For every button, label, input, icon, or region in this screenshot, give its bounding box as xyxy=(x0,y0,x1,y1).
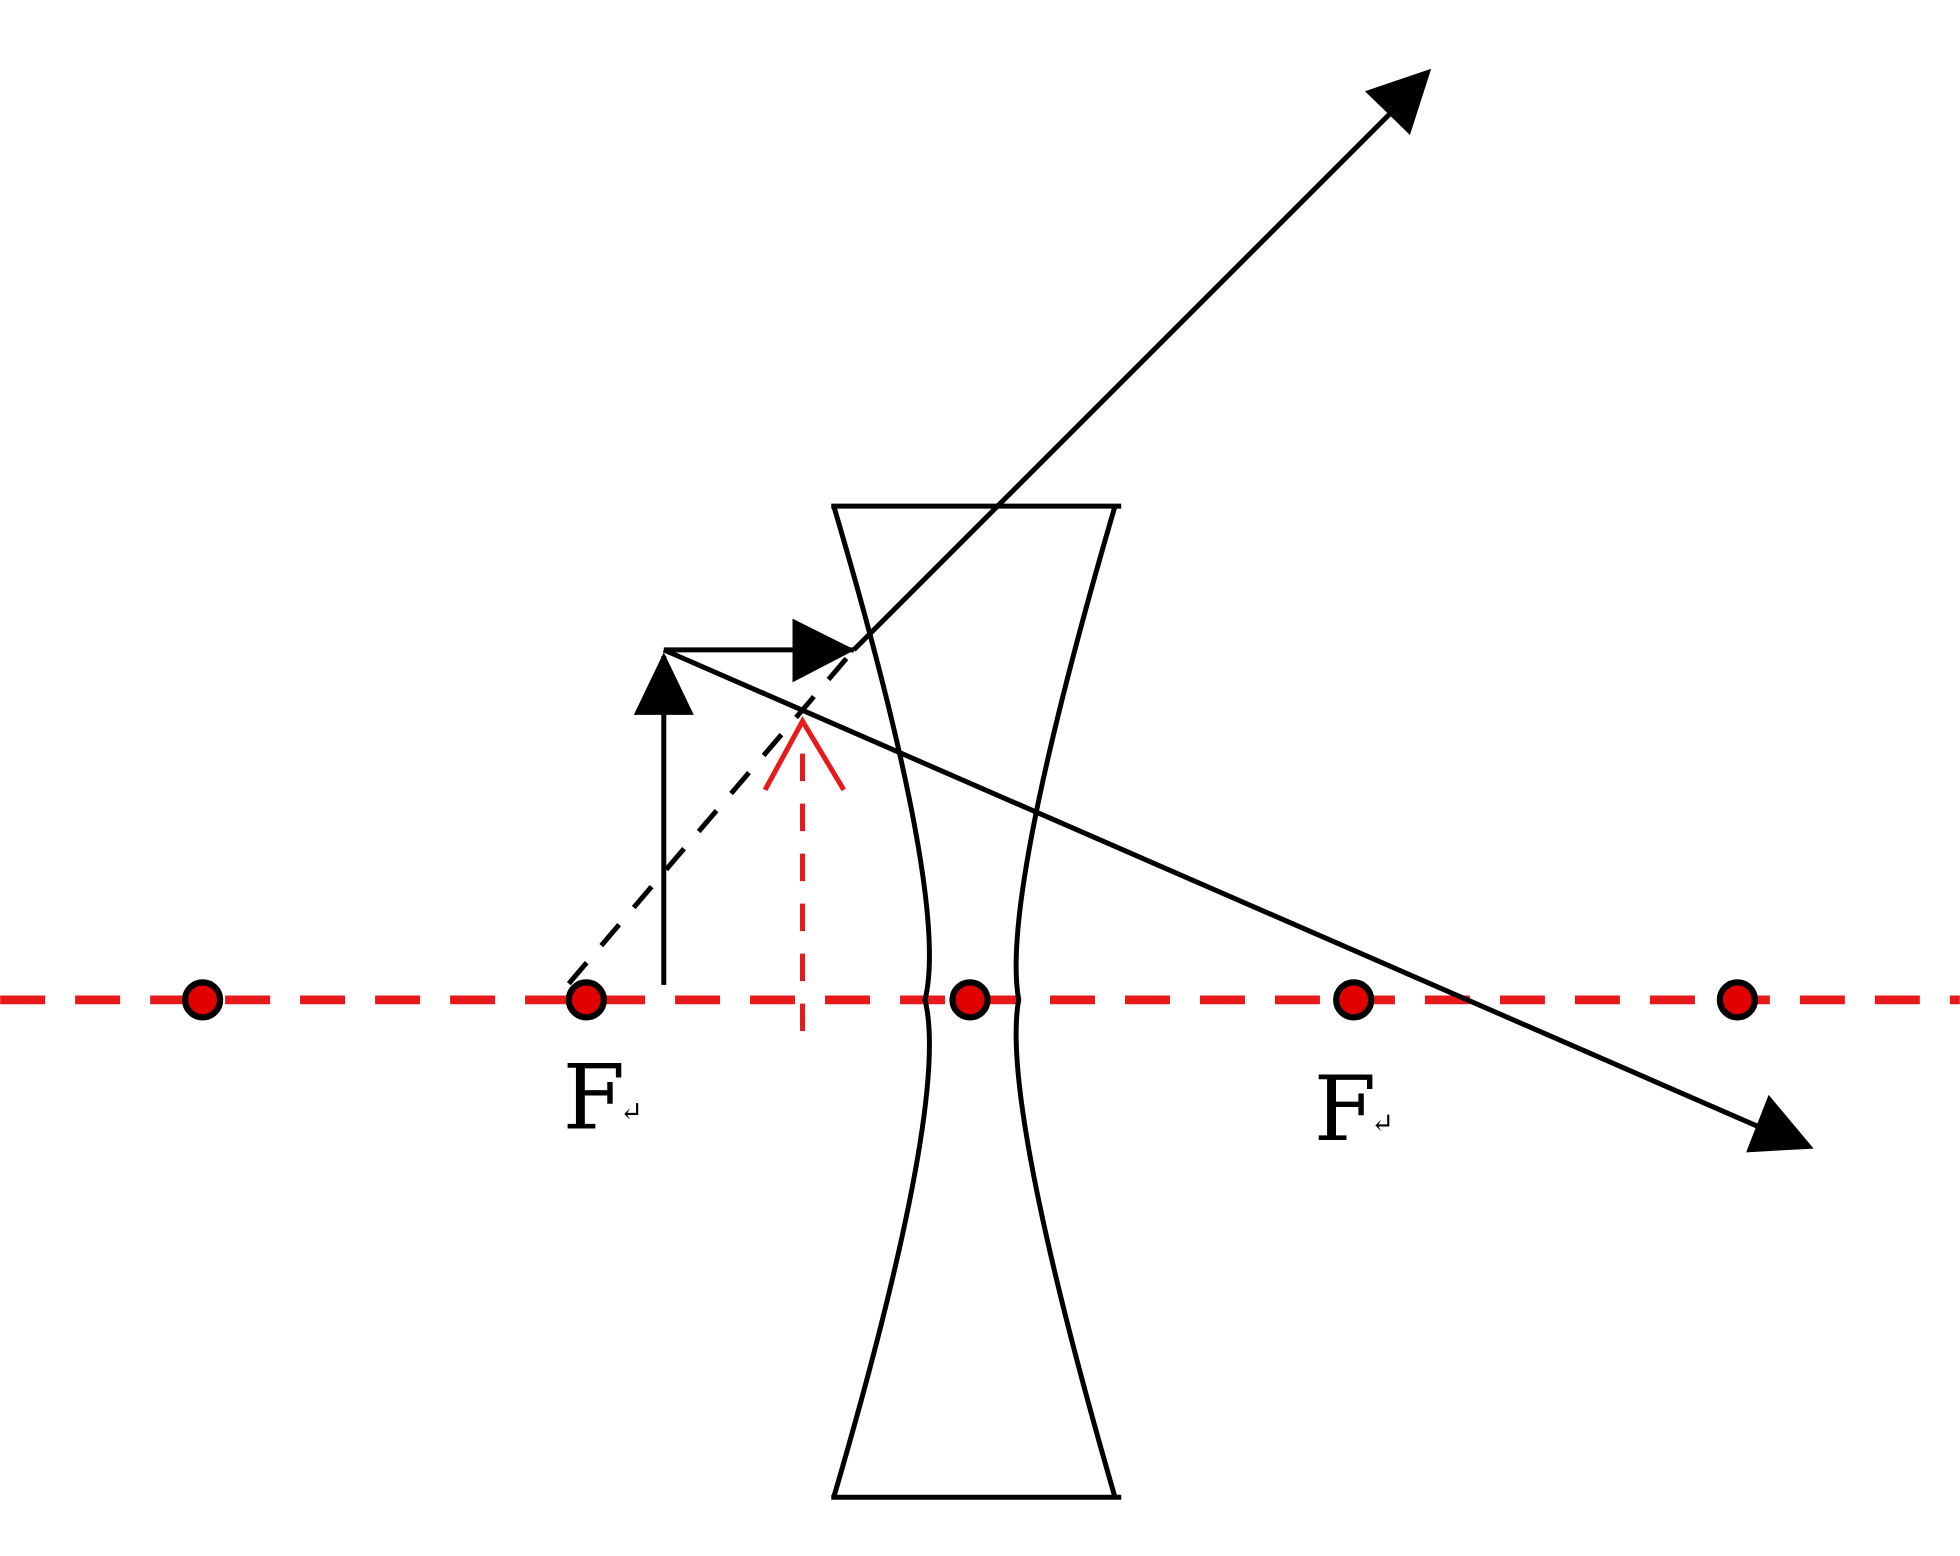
virtual-ray-extension xyxy=(566,648,856,986)
point-optical-center xyxy=(949,979,991,1021)
axis-points xyxy=(182,979,1759,1021)
refracted-ray xyxy=(852,95,1408,652)
incident-ray-arrow-head xyxy=(792,618,856,683)
focus-right-return-mark: ↵ xyxy=(1371,1107,1394,1139)
point-2f-right xyxy=(1716,979,1759,1021)
central-ray xyxy=(662,647,1770,1134)
object-arrow-head xyxy=(633,652,694,715)
focus-right-label: F xyxy=(1314,1057,1376,1162)
concave-lens xyxy=(831,503,1122,1500)
central-ray-arrow-head xyxy=(1746,1094,1814,1153)
point-focus-left xyxy=(565,979,607,1021)
point-focus-right xyxy=(1333,979,1375,1021)
focus-left-label: F xyxy=(563,1046,625,1151)
image-arrow-head xyxy=(762,716,846,792)
point-2f-left xyxy=(182,979,224,1021)
focus-left-return-mark: ↵ xyxy=(620,1096,643,1128)
refracted-ray-arrow-head xyxy=(1364,68,1432,135)
